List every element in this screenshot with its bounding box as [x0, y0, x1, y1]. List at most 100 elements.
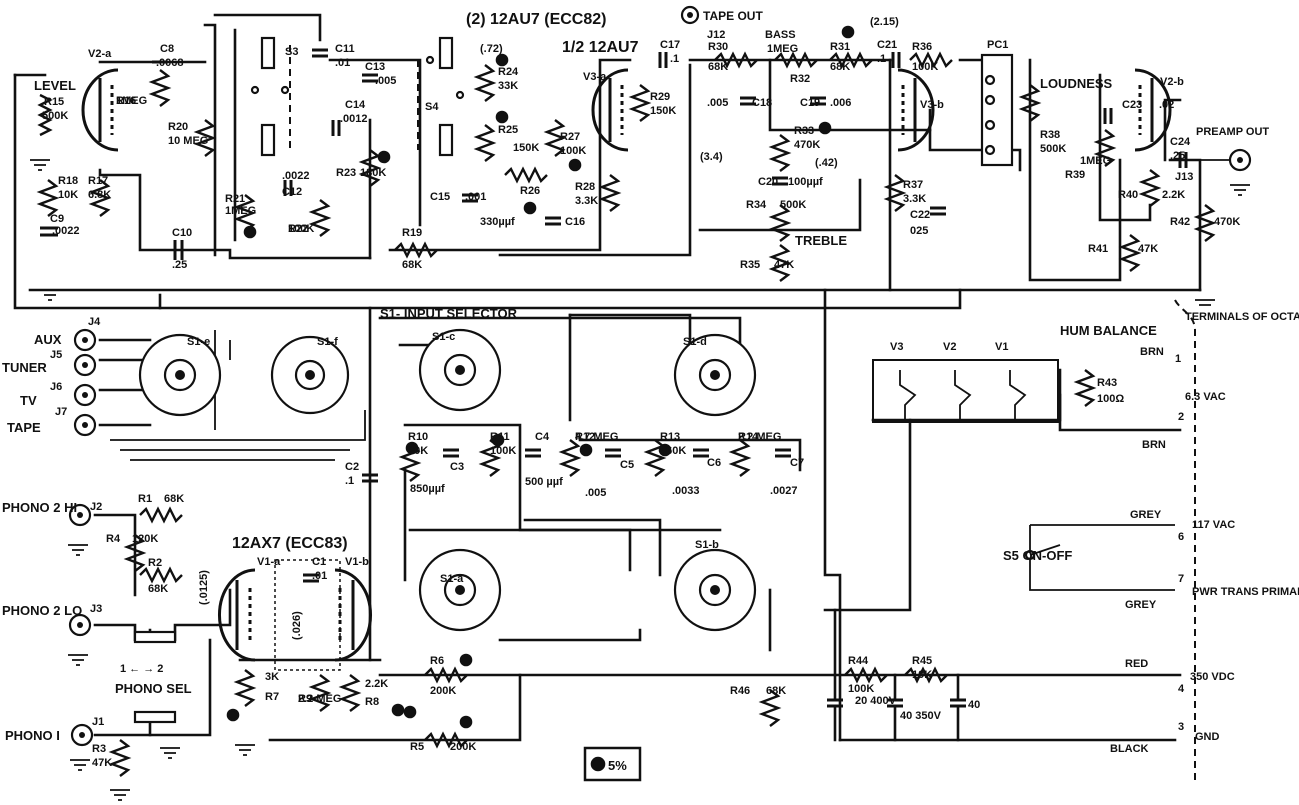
capacitor-ref-c19: C19 — [800, 97, 820, 109]
resistor-r43 — [1073, 369, 1097, 407]
resistor-r35 — [768, 244, 792, 282]
tube-v2b-icon — [1134, 68, 1172, 152]
capacitor-ref-c1: C1 — [312, 556, 326, 568]
resistor-ref-r23: R23 — [336, 167, 356, 179]
tolerance-dot-icon — [391, 703, 405, 717]
capacitor-ref-c5: C5 — [620, 459, 634, 471]
capacitor-value-c2: .1 — [345, 475, 354, 487]
resistor-value-r8: 2.2K — [365, 678, 388, 690]
resistor-value-r41: 47K — [1138, 243, 1158, 255]
label-j4: J4 — [88, 316, 101, 328]
label-gnd: GND — [1195, 731, 1220, 743]
tubes — [81, 68, 1172, 671]
jack-tv-icon — [73, 383, 97, 407]
resistor-ref-r8: R8 — [365, 696, 379, 708]
capacitor-ref-c21: C21 — [877, 39, 897, 51]
capacitor-value-c7: .0027 — [770, 485, 798, 497]
capacitor-value-c15: .001 — [465, 191, 486, 203]
tolerance-dot-icon — [226, 708, 240, 722]
jack-tape-out-icon — [680, 5, 700, 25]
capacitor-ref-c12: C12 — [282, 186, 302, 198]
label-v2b: V2-b — [1160, 76, 1184, 88]
label-terminals: TERMINALS OF OCTAL PLUG — [1185, 311, 1299, 323]
capacitor-value-c6: .0033 — [672, 485, 700, 497]
legend-box: 5% — [583, 746, 642, 782]
capacitor-ref-c16: C16 — [565, 216, 585, 228]
label-s1b: S1-b — [695, 539, 719, 551]
resistor-ref-r34: R34 — [746, 199, 767, 211]
tolerance-dot-icon — [590, 756, 606, 772]
capacitor-value-c24: .25 — [1170, 150, 1185, 162]
capacitor-value-c14: .0012 — [340, 113, 368, 125]
label-v0125: (.0125) — [198, 570, 210, 605]
label-bass: BASS — [765, 29, 796, 41]
tolerance-dot-icon — [377, 150, 391, 164]
resistor-r32 — [774, 51, 818, 69]
capacitor-value-c17: .1 — [670, 53, 679, 65]
resistor-value-r19: 68K — [402, 259, 422, 271]
label-treble: TREBLE — [795, 233, 847, 248]
resistor-r45 — [904, 666, 948, 684]
label-j13: J13 — [1175, 171, 1193, 183]
capacitor-c3 — [443, 448, 459, 458]
label-brn2: BRN — [1142, 439, 1166, 451]
resistor-r2 — [139, 566, 183, 584]
capacitor-value-c13: .005 — [375, 75, 396, 87]
capacitor-c21 — [891, 52, 901, 68]
resistor-r44 — [844, 666, 888, 684]
capacitor-ref-c22: C22 — [910, 209, 930, 221]
resistor-ref-r22: R22 — [288, 223, 308, 235]
resistor-value-r7: 3K — [265, 671, 279, 683]
label-black: BLACK — [1110, 743, 1149, 755]
capacitor-c16 — [545, 216, 561, 226]
capacitor-value-c8: .0068 — [156, 57, 184, 69]
pc1-block-icon — [980, 53, 1014, 167]
resistor-r40 — [1138, 169, 1162, 207]
label-v3a: V3-a — [583, 71, 607, 83]
label-s1f: S1-f — [317, 336, 338, 348]
resistor-r16 — [148, 69, 172, 107]
capacitor-ref-c4: C4 — [535, 431, 550, 443]
label-pc1: PC1 — [987, 39, 1008, 51]
label-phono2hi: PHONO 2 HI — [2, 500, 77, 515]
ground-icon — [1195, 299, 1215, 306]
resistor-r14 — [728, 439, 752, 477]
resistor-value-r20: 10 MEG — [168, 135, 208, 147]
tolerance-dot-icon — [459, 653, 473, 667]
resistor-value-r2: 68K — [148, 583, 168, 595]
resistor-r5 — [424, 731, 468, 749]
legend-label: 5% — [608, 758, 627, 773]
capacitor-value-c12: .0022 — [282, 170, 310, 182]
label-v3: V3 — [890, 341, 903, 353]
label-j3: J3 — [90, 603, 102, 615]
heater-v3-icon — [899, 370, 917, 420]
resistor-value-r38: 500K — [1040, 143, 1066, 155]
resistor-value-r1: 68K — [164, 493, 184, 505]
tolerance-dot-icon — [818, 121, 832, 135]
label-j12: J12 — [707, 29, 725, 41]
resistor-value-r24: 33K — [498, 80, 518, 92]
resistor-r15 — [37, 93, 53, 137]
label-v3b: V3-b — [920, 99, 944, 111]
label-grey1: GREY — [1130, 509, 1162, 521]
label-s1c: S1-c — [432, 331, 455, 343]
resistor-r8 — [338, 674, 362, 712]
resistor-value-r31: 68K — [830, 61, 850, 73]
resistor-ref-r37: R37 — [903, 179, 923, 191]
resistor-value-r40: 2.2K — [1162, 189, 1185, 201]
heater-v2-icon — [954, 370, 972, 420]
wafer-s1d-icon — [673, 333, 757, 417]
ground-icon — [30, 159, 50, 171]
resistor-value-r46: 68K — [766, 685, 786, 697]
capacitors — [40, 48, 1188, 742]
resistor-ref-r6: R6 — [430, 655, 444, 667]
capacitor-c5 — [605, 448, 621, 458]
resistor-value-r37: 3.3K — [903, 193, 926, 205]
switch-s4-icon — [417, 36, 465, 157]
label-pin2: 2 — [1178, 411, 1184, 423]
capacitor-c1 — [303, 573, 319, 583]
capacitor-ref-c13: C13 — [365, 61, 385, 73]
resistor-value-r33: 470K — [794, 139, 820, 151]
resistor-value-r10: 90K — [408, 445, 428, 457]
resistor-r10 — [398, 444, 422, 482]
